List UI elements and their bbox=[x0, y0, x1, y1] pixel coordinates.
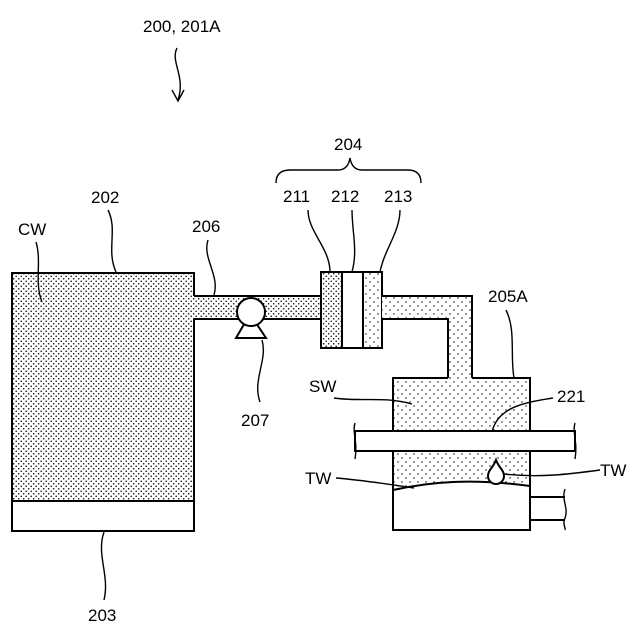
unit-group-label: 204 bbox=[334, 135, 362, 154]
pipe-label: 206 bbox=[192, 217, 220, 236]
pump-207 bbox=[237, 298, 265, 326]
tw-left-label: TW bbox=[305, 469, 331, 488]
cw-label: CW bbox=[18, 220, 46, 239]
system-label: 200, 201A bbox=[143, 17, 221, 36]
vessel-label: 205A bbox=[488, 287, 528, 306]
part-221-label: 221 bbox=[557, 387, 585, 406]
base-203 bbox=[12, 501, 194, 531]
part-213 bbox=[363, 272, 382, 348]
substrate-sw bbox=[355, 431, 575, 451]
tank-label: 202 bbox=[91, 188, 119, 207]
drain-pipe bbox=[530, 497, 565, 520]
outlet-pipe bbox=[382, 296, 472, 378]
part-212-label: 212 bbox=[331, 187, 359, 206]
pump-label: 207 bbox=[241, 411, 269, 430]
tw-right-label: TW bbox=[600, 461, 626, 480]
part-211-label: 211 bbox=[283, 187, 310, 206]
system-pointer-arrow bbox=[175, 48, 180, 100]
part-213-label: 213 bbox=[384, 187, 412, 206]
base-label: 203 bbox=[88, 606, 116, 625]
unit-group-bracket bbox=[276, 158, 421, 183]
part-212 bbox=[342, 272, 363, 348]
part-211 bbox=[321, 272, 342, 348]
sw-label: SW bbox=[309, 377, 336, 396]
tank-202 bbox=[12, 273, 194, 501]
